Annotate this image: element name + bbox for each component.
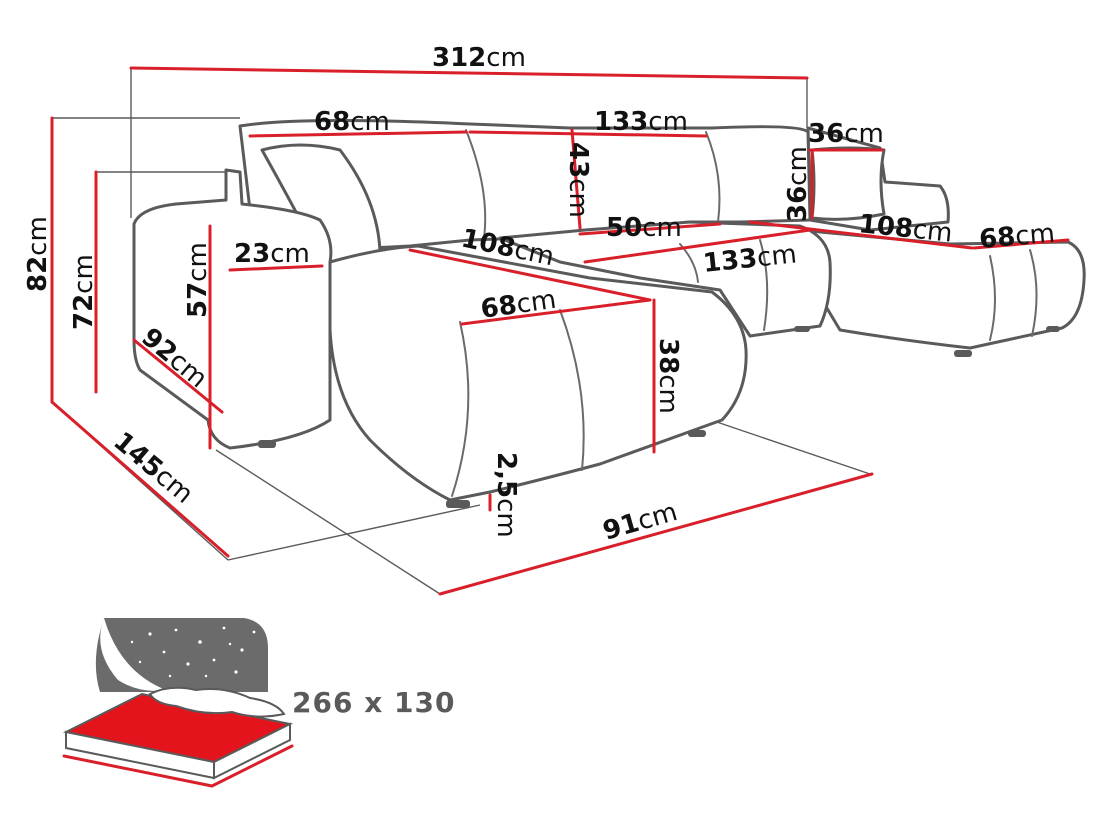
label-armrest-width: 23cm — [234, 239, 310, 269]
bed-size-label: 266 x 130 — [292, 686, 455, 719]
night-sky — [95, 618, 268, 692]
right-chaise — [748, 220, 1086, 350]
label-seat-height: 38cm — [653, 338, 683, 414]
label-leg-height: 2,5cm — [491, 452, 521, 538]
label-left-chaise-width: 68cm — [479, 285, 558, 325]
label-side-height: 72cm — [69, 254, 99, 330]
label-center-seat-width: 133cm — [702, 239, 799, 279]
label-right-cushion-width: 36cm — [808, 119, 884, 149]
stars — [130, 626, 256, 678]
label-total-depth: 145cm — [108, 426, 199, 509]
label-center-back-cushion: 133cm — [594, 107, 688, 137]
pillows — [148, 686, 286, 718]
dimension-lines — [50, 66, 1070, 596]
label-armrest-height: 57cm — [183, 242, 213, 318]
dimension-labels: 312cm 68cm 133cm 36cm 43cm 36cm 82cm 72c… — [23, 43, 1056, 547]
label-total-height: 82cm — [23, 216, 53, 292]
sofa-drawing — [132, 118, 1086, 508]
label-backrest-height: 43cm — [563, 142, 593, 218]
label-left-back-cushion: 68cm — [314, 107, 390, 137]
left-chaise — [328, 244, 748, 502]
right-pillow — [810, 146, 886, 221]
center-backrest — [238, 118, 812, 252]
label-overall-width: 312cm — [432, 43, 526, 73]
sleeping-function-icon: 266 x 130 — [62, 618, 455, 788]
label-right-cushion-height: 36cm — [783, 146, 813, 222]
label-seat-depth-center: 50cm — [606, 213, 682, 243]
label-right-chaise-width: 68cm — [978, 218, 1056, 254]
label-right-chaise-length: 108cm — [857, 209, 954, 249]
